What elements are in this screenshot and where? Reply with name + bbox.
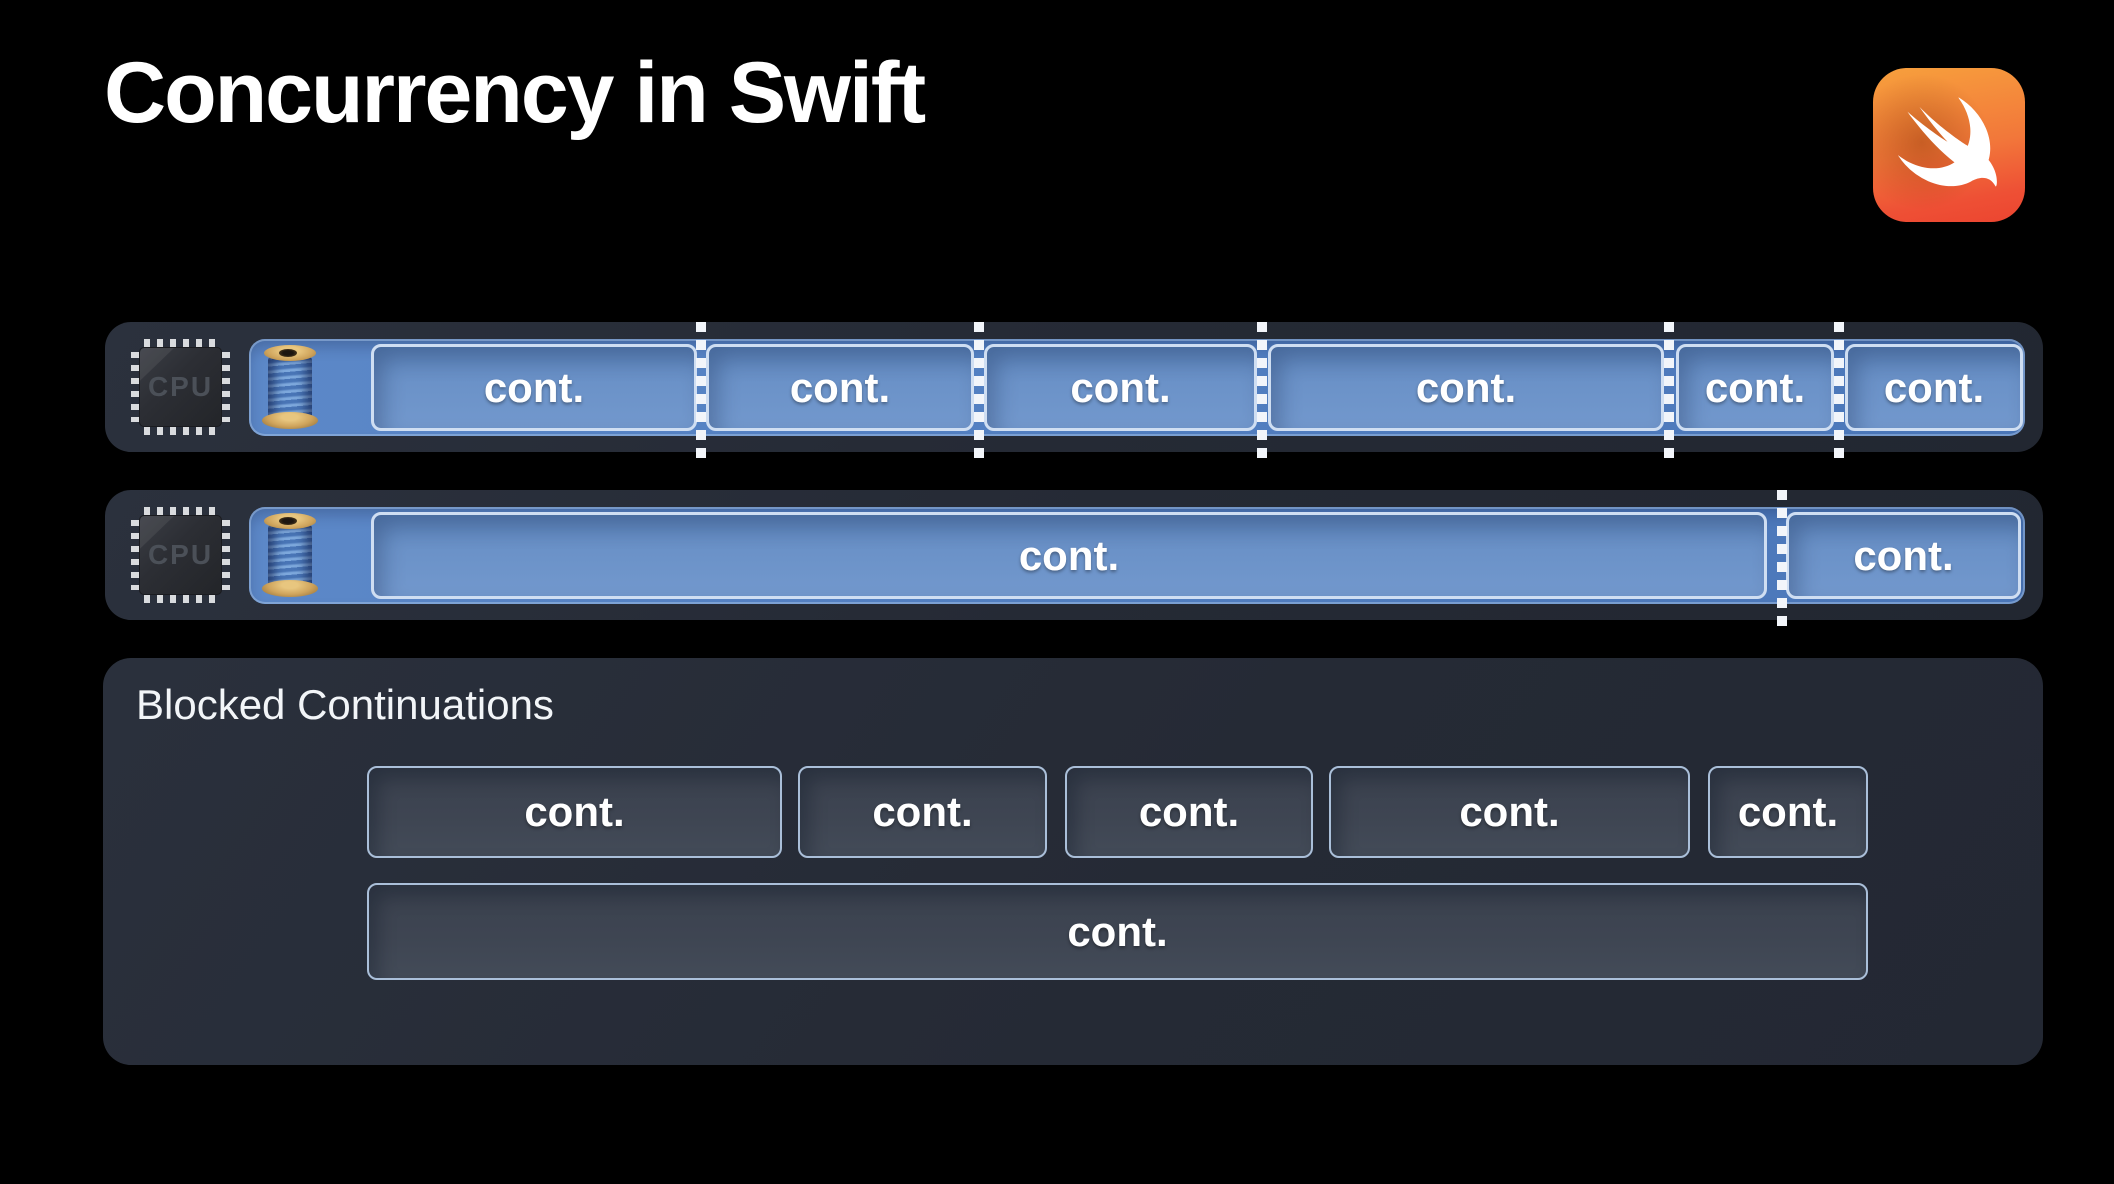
cpu-pins [131, 352, 139, 422]
dashed-divider [696, 322, 706, 458]
thread-track: cont. cont. cont. cont. cont. cont. [249, 339, 2025, 436]
continuation-segment: cont. [706, 344, 974, 431]
swift-bird-icon [1897, 97, 1997, 187]
cpu-label: CPU [147, 539, 214, 570]
continuation-segment: cont. [1786, 512, 2021, 599]
page-title: Concurrency in Swift [104, 45, 926, 141]
blocked-continuation-box: cont. [1329, 766, 1690, 858]
swift-logo [1873, 68, 2025, 222]
cpu-pins [144, 427, 217, 435]
cpu-chip-body: CPU [139, 347, 222, 427]
dashed-divider [1777, 490, 1787, 626]
thread-spool-icon [262, 345, 318, 429]
cpu-pins [144, 595, 217, 603]
continuation-segment: cont. [984, 344, 1257, 431]
blocked-continuation-box: cont. [1708, 766, 1868, 858]
cpu-chip-body: CPU [139, 515, 222, 595]
blocked-continuation-box: cont. [798, 766, 1047, 858]
continuation-segment: cont. [1268, 344, 1664, 431]
dashed-divider [974, 322, 984, 458]
cpu-pins [222, 352, 230, 422]
cpu-label: CPU [147, 371, 214, 402]
continuation-segment: cont. [1676, 344, 1834, 431]
blocked-continuation-box: cont. [367, 766, 782, 858]
dashed-divider [1834, 322, 1844, 458]
thread-row-2: CPU cont. cont. [105, 490, 2043, 620]
cpu-pins [144, 507, 217, 515]
continuation-segment: cont. [1845, 344, 2023, 431]
cpu-pins [222, 520, 230, 590]
continuation-segment: cont. [371, 344, 697, 431]
cpu-chip-icon: CPU [131, 339, 230, 435]
cpu-pins [131, 520, 139, 590]
blocked-continuation-box: cont. [1065, 766, 1313, 858]
thread-track: cont. cont. [249, 507, 2025, 604]
dashed-divider [1664, 322, 1674, 458]
thread-spool-icon [262, 513, 318, 597]
blocked-continuation-box-wide: cont. [367, 883, 1868, 980]
blocked-continuations-panel: Blocked Continuations cont. cont. cont. … [103, 658, 2043, 1065]
continuation-segment: cont. [371, 512, 1767, 599]
dashed-divider [1257, 322, 1267, 458]
blocked-panel-title: Blocked Continuations [136, 681, 554, 728]
thread-row-1: CPU cont. cont. cont. cont. cont. cont. [105, 322, 2043, 452]
cpu-pins [144, 339, 217, 347]
cpu-chip-icon: CPU [131, 507, 230, 603]
